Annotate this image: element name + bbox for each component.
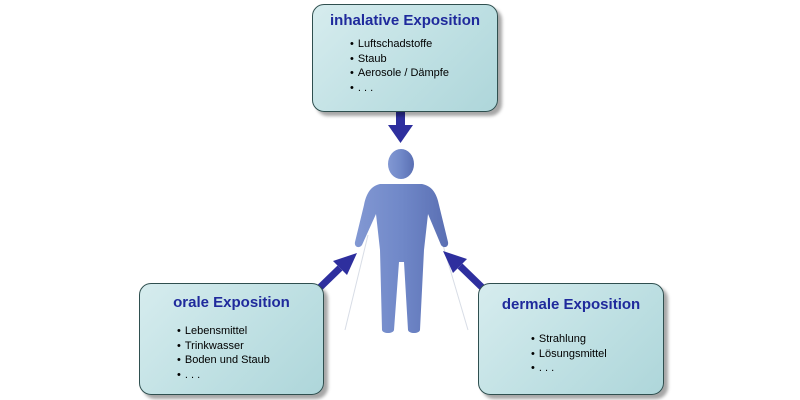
box-title: inhalative Exposition	[329, 12, 481, 29]
list-item: . . .	[350, 81, 449, 96]
human-figure-icon	[354, 149, 449, 333]
list-item: Lebensmittel	[177, 324, 270, 339]
exposure-list: Strahlung Lösungsmittel . . .	[531, 332, 607, 376]
guide-line-right	[439, 234, 469, 331]
box-title: dermale Exposition	[501, 296, 641, 313]
list-item: Strahlung	[531, 332, 607, 347]
list-item: Luftschadstoffe	[350, 37, 449, 52]
list-item: . . .	[177, 368, 270, 383]
exposure-list: Lebensmittel Trinkwasser Boden und Staub…	[177, 324, 270, 382]
exposure-list: Luftschadstoffe Staub Aerosole / Dämpfe …	[350, 37, 449, 95]
figure-head	[388, 149, 414, 179]
arrow-icon	[388, 107, 413, 143]
inhalative-exposition-box: inhalative Exposition Luftschadstoffe St…	[312, 4, 498, 112]
list-item: . . .	[531, 361, 607, 376]
guide-line-left	[344, 234, 369, 331]
list-item: Trinkwasser	[177, 339, 270, 354]
list-item: Aerosole / Dämpfe	[350, 66, 449, 81]
orale-exposition-box: orale Exposition Lebensmittel Trinkwasse…	[139, 283, 324, 395]
list-item: Staub	[350, 52, 449, 67]
list-item: Boden und Staub	[177, 353, 270, 368]
box-title: orale Exposition	[173, 294, 290, 311]
figure-body	[354, 184, 449, 333]
dermale-exposition-box: dermale Exposition Strahlung Lösungsmitt…	[478, 283, 664, 395]
list-item: Lösungsmittel	[531, 347, 607, 362]
